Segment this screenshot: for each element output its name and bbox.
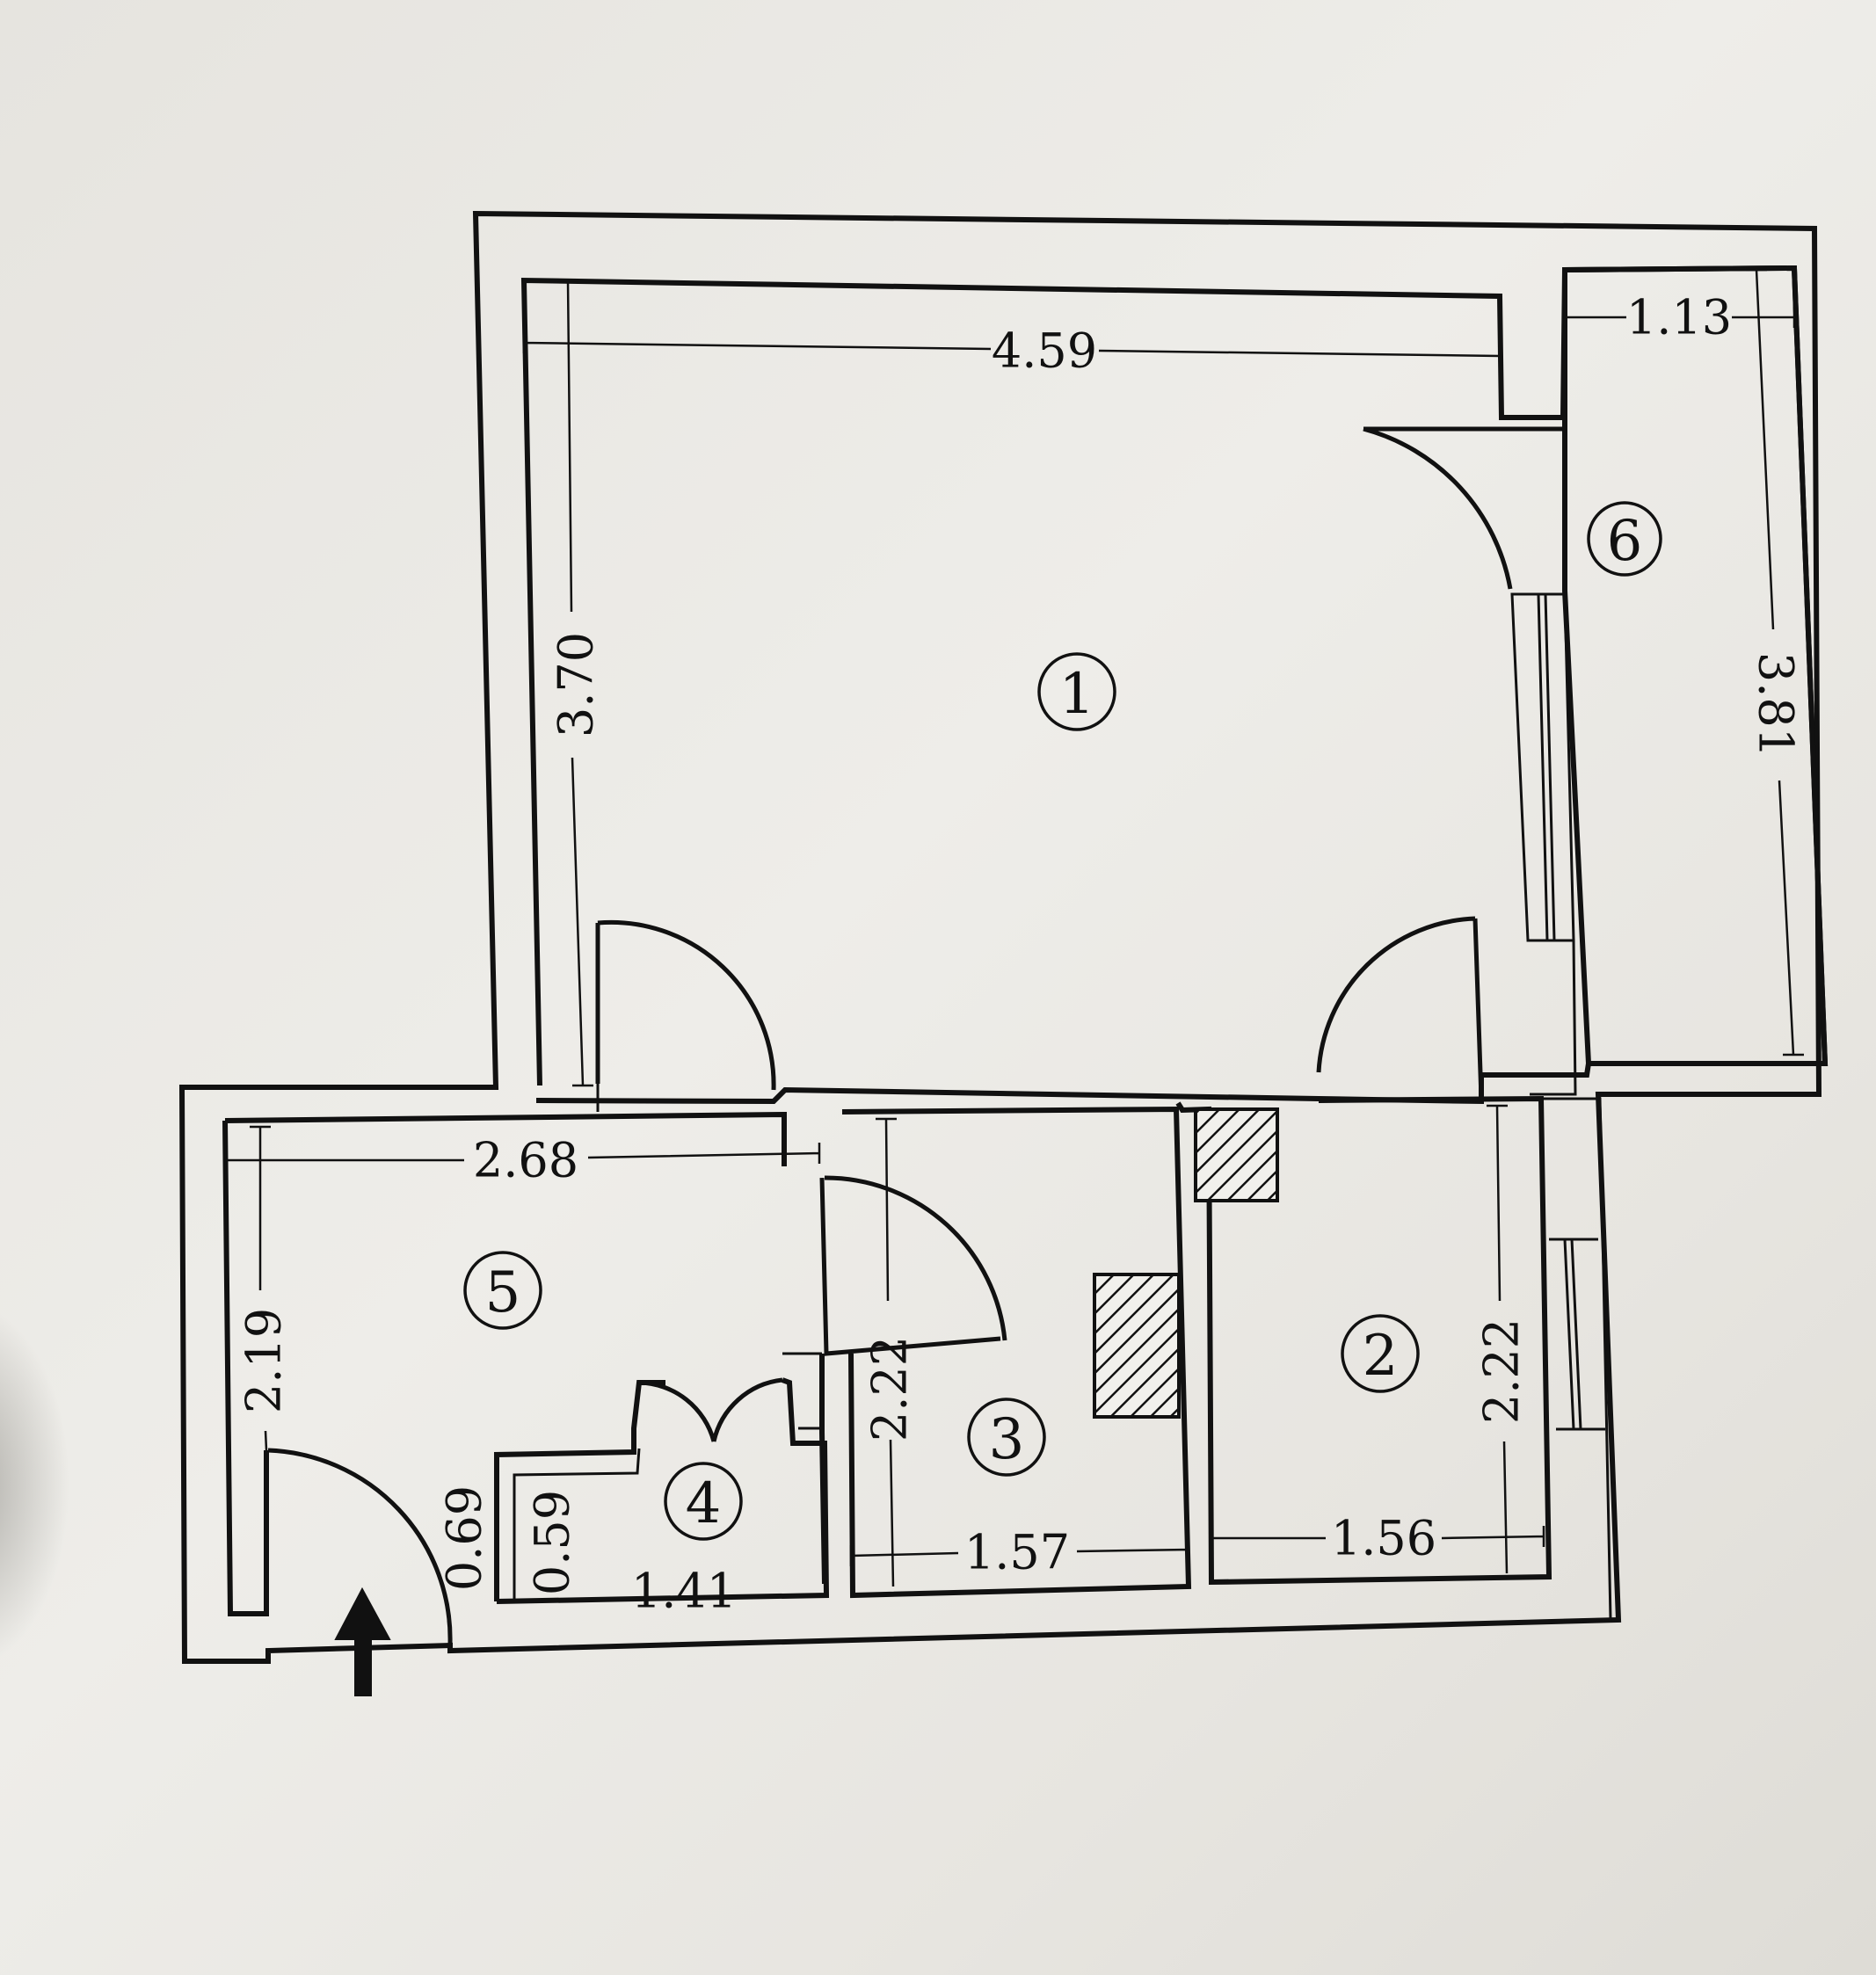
- room-1-wall: [520, 265, 1829, 1105]
- svg-text:6: 6: [1607, 509, 1643, 574]
- svg-text:1.56: 1.56: [1331, 1511, 1436, 1566]
- dim-room4-width: 1.41: [631, 1564, 737, 1619]
- svg-text:0.69: 0.69: [437, 1485, 492, 1591]
- svg-text:2.22: 2.22: [862, 1336, 918, 1441]
- dim-room5-width: 2.68: [223, 1133, 821, 1188]
- dim-room6-height: 3.81: [1746, 268, 1804, 1056]
- door-room-2: [1316, 916, 1484, 1100]
- entrance-arrow-icon: [334, 1587, 391, 1696]
- dim-room2-width: 1.56: [1210, 1511, 1545, 1566]
- photo-shadow: [0, 1301, 70, 1670]
- svg-text:5: 5: [485, 1260, 521, 1325]
- window-room-1: [1510, 592, 1575, 942]
- svg-text:3.81: 3.81: [1749, 652, 1804, 758]
- door-room-4-double: [638, 1377, 783, 1442]
- dim-room2-height: 2.22: [1474, 1104, 1530, 1574]
- dim-room3-width: 1.57: [849, 1525, 1190, 1580]
- room-3-label: 3: [967, 1398, 1046, 1477]
- svg-text:3: 3: [989, 1407, 1025, 1472]
- dim-room1-width: 4.59: [522, 323, 1502, 379]
- dim-room4-height: 0.59: [525, 1490, 580, 1595]
- room-4-label: 4: [664, 1462, 743, 1541]
- dim-entry-width: 0.69: [437, 1485, 492, 1591]
- svg-text:1.41: 1.41: [631, 1564, 737, 1619]
- dim-room6-width: 1.13: [1563, 290, 1796, 345]
- svg-text:2.22: 2.22: [1474, 1318, 1530, 1424]
- svg-text:1.57: 1.57: [964, 1525, 1070, 1580]
- svg-text:1.13: 1.13: [1626, 290, 1732, 345]
- window-room-2: [1541, 1097, 1612, 1623]
- door-entrance: [267, 1448, 453, 1645]
- room-2-label: 2: [1341, 1314, 1420, 1393]
- svg-text:4: 4: [686, 1471, 722, 1536]
- svg-text:4.59: 4.59: [992, 323, 1097, 379]
- dim-room1-height: 3.70: [549, 279, 604, 1087]
- dim-room3-height: 2.22: [862, 1117, 918, 1587]
- svg-text:1: 1: [1059, 662, 1095, 727]
- svg-text:2.19: 2.19: [236, 1308, 292, 1413]
- svg-text:3.70: 3.70: [549, 632, 604, 737]
- dim-room5-height: 2.19: [236, 1125, 292, 1451]
- svg-text:2: 2: [1363, 1324, 1399, 1389]
- room-1-label: 1: [1037, 652, 1116, 731]
- svg-text:2.68: 2.68: [473, 1133, 578, 1188]
- door-room-6: [1363, 426, 1567, 590]
- door-room-1-left: [595, 919, 776, 1091]
- svg-text:0.59: 0.59: [525, 1490, 580, 1595]
- chimney-hatch-icon: [1194, 1107, 1279, 1202]
- room-6-wall: [1562, 265, 1829, 1066]
- room-6-label: 6: [1587, 501, 1662, 577]
- door-room-3: [819, 1175, 1007, 1356]
- stove-hatch-icon: [1093, 1273, 1181, 1419]
- room-5-wall: [222, 1111, 787, 1616]
- outer-wall: [178, 210, 1822, 1664]
- room-5-label: 5: [463, 1251, 542, 1330]
